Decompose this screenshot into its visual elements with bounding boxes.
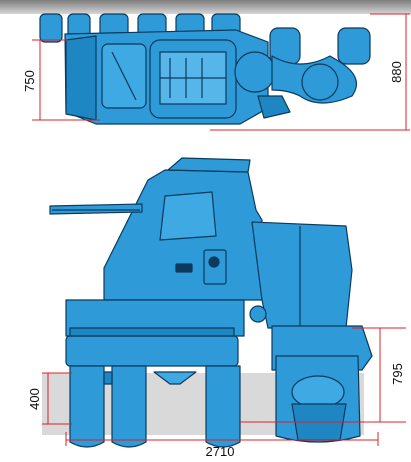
- dimension-795: [240, 327, 406, 423]
- dimension-label-400: 400: [27, 388, 42, 410]
- dimension-label-795: 795: [390, 363, 405, 385]
- dimension-750: [32, 39, 100, 121]
- dimension-label-750: 750: [22, 70, 37, 92]
- dimension-2710: [65, 432, 379, 446]
- dimension-880: [210, 13, 410, 131]
- ceiling-band: [0, 0, 411, 14]
- dimension-label-880: 880: [389, 61, 404, 83]
- side-view-machine: [49, 157, 373, 448]
- dimension-label-2710: 2710: [206, 444, 235, 459]
- dimension-400: [42, 372, 72, 425]
- top-view-machine: [39, 13, 371, 125]
